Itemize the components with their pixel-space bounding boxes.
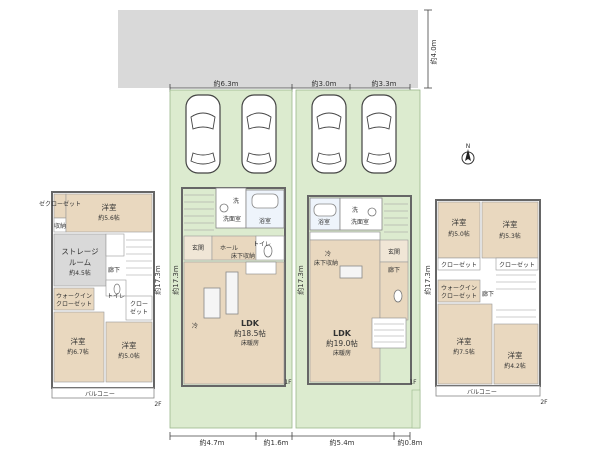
plan-a-1f: 洗 洗面室 浴室 玄関 ホール トイレ 床下収納 冷 LDK 約18.5帖 床暖…	[181, 187, 292, 387]
bottom-dim-right-small: 約0.8m	[398, 438, 423, 447]
label-under-storage: 床下収納	[314, 259, 338, 267]
room-br-size: 約4.2帖	[504, 362, 526, 370]
ldk-floor	[309, 239, 381, 383]
label-toilet: トイレ	[253, 241, 271, 248]
ldk-size: 約18.5帖	[234, 328, 266, 338]
car-icon	[311, 94, 347, 174]
car-icon	[185, 94, 221, 174]
bottom-dim-left-small: 約1.6m	[264, 438, 289, 447]
label-hall: 廊下	[388, 266, 400, 274]
balcony-label: バルコニー	[467, 389, 497, 396]
room-bl-name: 洋室	[457, 336, 472, 346]
label-washroom: 洗面室	[351, 218, 369, 226]
side-dim-a-2f: 約17.3m	[153, 265, 162, 295]
label-entrance: 玄関	[388, 248, 400, 256]
ldk-name: LDK	[241, 319, 260, 328]
label-entrance: 玄関	[192, 244, 204, 252]
bottom-dim-right: 約5.4m	[330, 438, 355, 447]
plan-b-2f: 洋室 約5.0帖 洋室 約5.3帖 クローゼット クローゼット ウォークイン ク…	[435, 199, 548, 406]
room-tr-name: 洋室	[503, 219, 518, 229]
ldk-name: LDK	[333, 329, 352, 338]
car-icon	[241, 94, 277, 174]
walkin-line2: クローゼット	[56, 300, 92, 308]
north-compass-icon: N	[461, 143, 475, 165]
label-under-storage: 床下収納	[231, 252, 255, 260]
side-dim-b-1f: 約17.3m	[296, 265, 305, 295]
plan-a-2f: ゼクローゼット 収納 洋室 約5.6帖 ストレージ ルーム 約4.5帖 ウォーク…	[39, 191, 162, 408]
ldk-floor-heating: 床暖房	[333, 349, 351, 357]
toilet-icon	[113, 283, 121, 295]
room-top-size: 約5.6帖	[98, 214, 120, 222]
label-hall: ホール	[220, 245, 238, 252]
label-fridge: 冷	[325, 250, 331, 258]
washing-machine-icon	[219, 203, 229, 213]
closet-line1: クロー	[130, 301, 148, 308]
car-icon	[361, 94, 397, 174]
room-bl-size: 約7.5帖	[453, 348, 475, 356]
side-dim-a-1f: 約17.3m	[171, 265, 180, 295]
label-toilet: トイレ	[107, 293, 125, 300]
floor-label: 2F	[540, 399, 548, 406]
toilet-icon	[263, 244, 273, 258]
bathtub-icon	[313, 203, 337, 217]
label-storage: 収納	[54, 222, 66, 230]
lot-width-middle: 約3.0m	[312, 79, 337, 88]
floor-label: 2F	[154, 401, 162, 408]
bathtub-icon	[251, 193, 279, 209]
room-right-size: 約5.0帖	[118, 352, 140, 360]
room-top-name: 洋室	[102, 202, 117, 212]
floor-label: 1F	[284, 379, 292, 386]
side-dim-b-2f: 約17.3m	[423, 265, 432, 295]
entrance-floor	[183, 235, 213, 261]
plan-b-1f: 浴室 洗 洗面室 玄関 廊下 冷 床下収納 LDK 約19.0帖 床暖房 1F	[307, 195, 417, 386]
label-closet-l: クローゼット	[441, 261, 477, 269]
label-bath: 浴室	[318, 218, 330, 226]
storage-room-name1: ストレージ	[61, 247, 99, 256]
storage-room-size: 約4.5帖	[69, 269, 91, 277]
balcony	[51, 387, 155, 399]
ldk-size: 約19.0帖	[326, 338, 358, 348]
balcony-label: バルコニー	[85, 391, 115, 398]
floor-label: 1F	[409, 379, 417, 386]
label-closet-small: ゼクローゼット	[39, 200, 81, 208]
walkin-line1: ウォークイン	[441, 284, 477, 292]
bottom-dim-left: 約4.7m	[200, 438, 225, 447]
label-hall: 廊下	[108, 266, 120, 274]
compass-north-label: N	[466, 143, 471, 150]
label-bath: 浴室	[259, 217, 271, 225]
washing-machine-icon	[367, 207, 377, 217]
storage-room-name2: ルーム	[69, 258, 91, 267]
room-tr-size: 約5.3帖	[499, 232, 521, 240]
room-tl-size: 約5.0帖	[448, 230, 470, 238]
balcony	[435, 385, 541, 397]
label-closet-r: クローゼット	[499, 261, 535, 269]
walkin-line2: クローゼット	[441, 292, 477, 300]
road	[118, 10, 418, 88]
room-right-name: 洋室	[122, 340, 137, 350]
walkin-line1: ウォークイン	[56, 292, 92, 300]
room-left-name: 洋室	[71, 336, 86, 346]
kitchen-counter	[339, 265, 363, 279]
label-washroom: 洗面室	[223, 215, 241, 223]
room-left-size: 約6.7帖	[67, 348, 89, 356]
label-fridge: 冷	[192, 322, 198, 330]
kitchen-counter	[203, 287, 221, 319]
closet-line2: ゼット	[130, 308, 148, 316]
road-width-label: 約4.0m	[429, 39, 438, 64]
toilet-icon	[393, 289, 403, 303]
room-br-name: 洋室	[508, 350, 523, 360]
lot-width-right: 約3.3m	[372, 79, 397, 88]
ldk-floor-heating: 床暖房	[241, 339, 259, 347]
label-wash: 洗	[352, 206, 358, 214]
room-tl-name: 洋室	[452, 217, 467, 227]
lot-width-left: 約6.3m	[214, 79, 239, 88]
label-hall: 廊下	[482, 290, 494, 298]
label-wash: 洗	[233, 197, 239, 205]
